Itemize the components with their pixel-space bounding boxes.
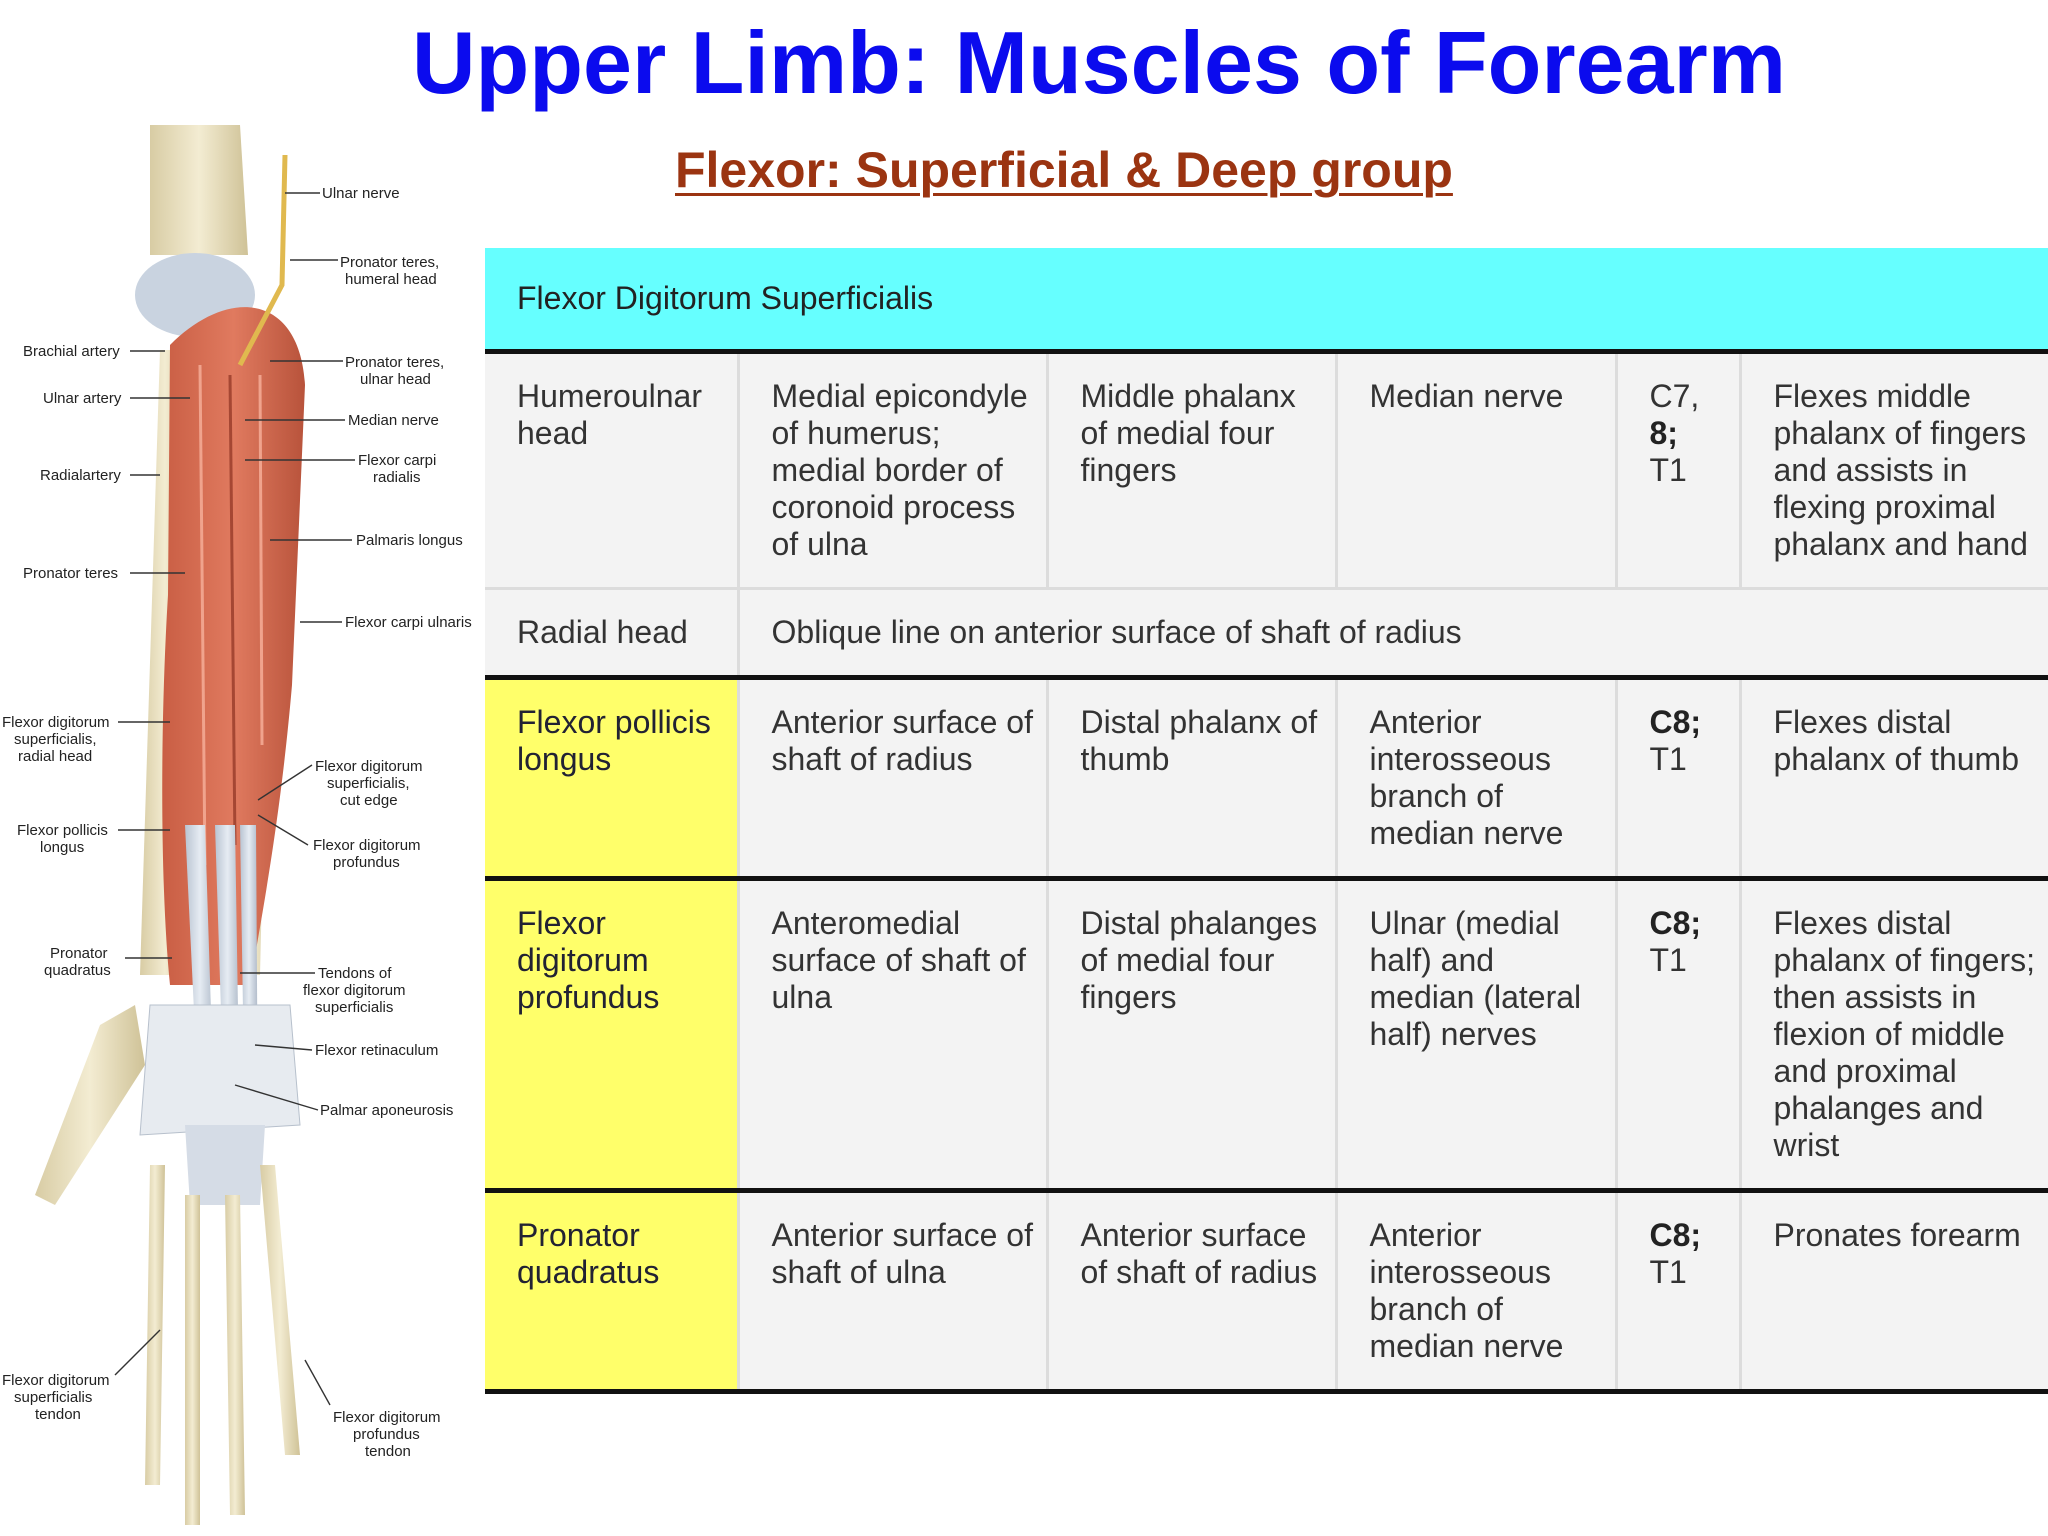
cell-action: Flexes distal phalanx of fingers; then a… — [1738, 878, 2048, 1193]
muscle-group-header: Flexor Digitorum Superficialis — [485, 248, 2048, 354]
cell-origin: Anterior surface of shaft of ulna — [736, 1190, 1047, 1394]
label-fdp-tendon-1: Flexor digitorum — [333, 1409, 441, 1426]
label-flexor-retinaculum: Flexor retinaculum — [315, 1042, 438, 1059]
label-flexor-carpi-radialis-2: radialis — [373, 469, 421, 486]
label-fds-cut-edge-1: Flexor digitorum — [315, 758, 423, 775]
cell-action: Flexes middle phalanx of fingers and ass… — [1738, 351, 2048, 590]
label-flexor-carpi-ulnaris: Flexor carpi ulnaris — [345, 614, 472, 631]
label-fds-radial-head-3: radial head — [18, 748, 92, 765]
cell-action: Pronates forearm — [1738, 1190, 2048, 1394]
label-ulnar-nerve: Ulnar nerve — [322, 185, 400, 202]
segment-bold: C8; — [1649, 703, 1702, 740]
table-row-humeroulnar: Humeroulnar head Medial epicondyle of hu… — [485, 351, 2048, 590]
cell-muscle-name: Radial head — [485, 588, 738, 680]
cell-muscle-name: Humeroulnar head — [485, 351, 738, 590]
palm-shape — [139, 1004, 301, 1136]
forearm-illustration: Ulnar nerve Pronator teres, humeral head… — [0, 125, 485, 1536]
label-flexor-carpi-radialis-1: Flexor carpi — [358, 452, 436, 469]
segment-bold: 8; — [1649, 414, 1678, 451]
cell-innervation: Ulnar (medial half) and median (lateral … — [1334, 878, 1616, 1193]
label-pronator-teres: Pronator teres — [23, 565, 118, 582]
label-fds-cut-edge-2: superficialis, — [327, 775, 410, 792]
label-fds-tendon-2: superficialis — [14, 1389, 92, 1406]
table-header-row: Flexor Digitorum Superficialis — [485, 248, 2048, 354]
cell-insertion: Distal phalanx of thumb — [1045, 677, 1336, 881]
label-fdp-2: profundus — [333, 854, 400, 871]
table-row-radial-head: Radial head Oblique line on anterior sur… — [485, 588, 2048, 680]
label-fdp-tendon-2: profundus — [353, 1426, 420, 1443]
humerus-shape — [150, 125, 248, 255]
table-row-flexor-digitorum-profundus: Flexor digitorum profundus Anteromedial … — [485, 878, 2048, 1193]
cell-origin: Medial epicondyle of humerus; medial bor… — [736, 351, 1047, 590]
label-flexor-pollicis-longus-2: longus — [40, 839, 84, 856]
cell-insertion: Middle phalanx of medial four fingers — [1045, 351, 1336, 590]
label-palmaris-longus: Palmaris longus — [356, 532, 463, 549]
label-fdp-tendon-3: tendon — [365, 1443, 411, 1460]
label-pronator-quadratus-1: Pronator — [50, 945, 108, 962]
cell-insertion: Anterior surface of shaft of radius — [1045, 1190, 1336, 1394]
label-fds-tendons-2: flexor digitorum — [303, 982, 406, 999]
label-pronator-teres-ulnar-1: Pronator teres, — [345, 354, 444, 371]
segment-text: T1 — [1649, 740, 1687, 777]
label-pronator-teres-ulnar-2: ulnar head — [360, 371, 431, 388]
label-pronator-teres-humeral-1: Pronator teres, — [340, 254, 439, 271]
label-fdp-1: Flexor digitorum — [313, 837, 421, 854]
cell-muscle-name: Pronator quadratus — [485, 1190, 738, 1394]
label-ulnar-artery: Ulnar artery — [43, 390, 122, 407]
segment-bold: C8; — [1649, 904, 1702, 941]
segment-text: T1 — [1649, 451, 1687, 488]
segment-text: T1 — [1649, 941, 1687, 978]
label-brachial-artery: Brachial artery — [23, 343, 120, 360]
label-palmar-aponeurosis: Palmar aponeurosis — [320, 1102, 453, 1119]
cell-spinal-segments: C8;T1 — [1614, 1190, 1740, 1394]
cell-muscle-name: Flexor pollicis longus — [485, 677, 738, 881]
cell-spinal-segments: C8;T1 — [1614, 878, 1740, 1193]
label-fds-cut-edge-3: cut edge — [340, 792, 398, 809]
thumb-shape — [35, 1005, 145, 1205]
segment-bold: C8; — [1649, 1216, 1702, 1253]
cell-action: Flexes distal phalanx of thumb — [1738, 677, 2048, 881]
cell-innervation: Median nerve — [1334, 351, 1616, 590]
label-fds-radial-head-1: Flexor digitorum — [2, 714, 110, 731]
page-subtitle: Flexor: Superficial & Deep group — [675, 142, 1453, 198]
label-fds-tendons-1: Tendons of — [318, 965, 392, 982]
segment-text: C7, — [1649, 377, 1700, 414]
label-fds-tendon-3: tendon — [35, 1406, 81, 1423]
cell-origin: Anterior surface of shaft of radius — [736, 677, 1047, 881]
cell-origin: Anteromedial surface of shaft of ulna — [736, 878, 1047, 1193]
segment-text: T1 — [1649, 1253, 1687, 1290]
label-radial-artery: Radialartery — [40, 467, 121, 484]
label-pronator-quadratus-2: quadratus — [44, 962, 111, 979]
muscles-table: Flexor Digitorum Superficialis Humerouln… — [485, 248, 2048, 1394]
cell-origin: Oblique line on anterior surface of shaf… — [736, 588, 2048, 680]
cell-muscle-name: Flexor digitorum profundus — [485, 878, 738, 1193]
cell-spinal-segments: C7,8;T1 — [1614, 351, 1740, 590]
label-fds-tendon-1: Flexor digitorum — [2, 1372, 110, 1389]
cell-innervation: Anterior interosseous branch of median n… — [1334, 1190, 1616, 1394]
label-fds-tendons-3: superficialis — [315, 999, 393, 1016]
table-row-flexor-pollicis-longus: Flexor pollicis longus Anterior surface … — [485, 677, 2048, 881]
label-median-nerve: Median nerve — [348, 412, 439, 429]
cell-spinal-segments: C8;T1 — [1614, 677, 1740, 881]
cell-innervation: Anterior interosseous branch of median n… — [1334, 677, 1616, 881]
label-pronator-teres-humeral-2: humeral head — [345, 271, 437, 288]
page-title: Upper Limb: Muscles of Forearm — [411, 13, 1786, 112]
label-flexor-pollicis-longus-1: Flexor pollicis — [17, 822, 108, 839]
label-fds-radial-head-2: superficialis, — [14, 731, 97, 748]
cell-insertion: Distal phalanges of medial four fingers — [1045, 878, 1336, 1193]
table-row-pronator-quadratus: Pronator quadratus Anterior surface of s… — [485, 1190, 2048, 1394]
